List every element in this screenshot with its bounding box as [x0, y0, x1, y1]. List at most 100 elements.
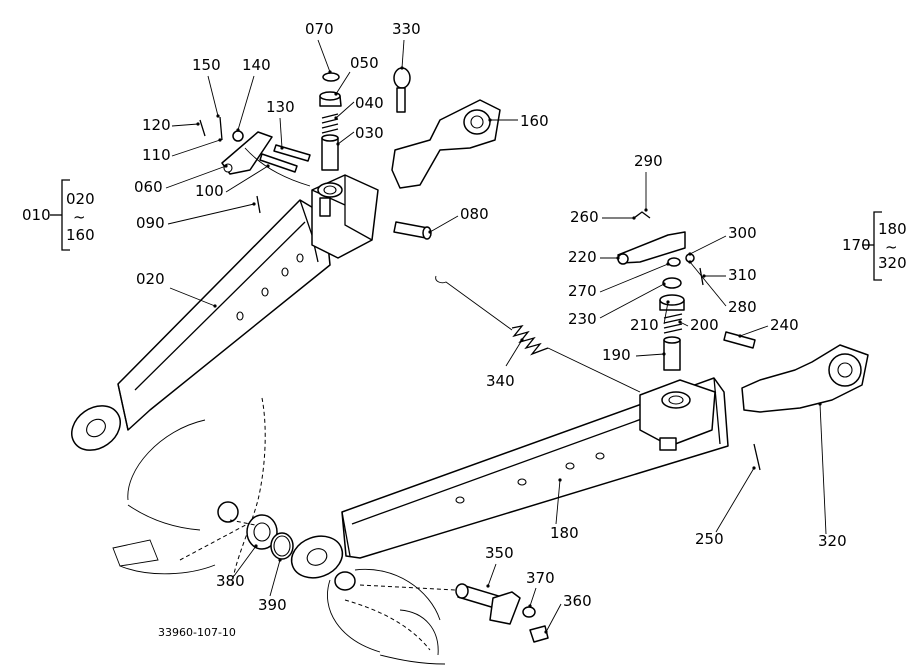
part-label-130: 130 — [266, 98, 295, 116]
group-bracket-right — [862, 211, 882, 281]
leader-arrow-320 — [818, 402, 822, 406]
leader-line-150 — [207, 75, 219, 117]
leader-arrow-250 — [752, 466, 756, 470]
part-label-100: 100 — [195, 182, 224, 200]
part-label-390: 390 — [258, 596, 287, 614]
group-bracket-left — [50, 179, 70, 251]
leader-lines — [165, 39, 827, 634]
part-label-120: 120 — [142, 116, 171, 134]
part-label-180: 180 — [550, 524, 579, 542]
leader-arrow-130 — [280, 146, 284, 150]
leader-arrow-080 — [428, 230, 432, 234]
part-label-150: 150 — [192, 56, 221, 74]
leader-arrow-270 — [666, 262, 670, 266]
clevis-160 — [391, 99, 501, 189]
leader-line-380 — [233, 545, 257, 577]
leader-line-180 — [555, 479, 561, 525]
tractor-outline — [112, 397, 446, 665]
left-small-parts — [199, 67, 432, 240]
part-label-030: 030 — [355, 124, 384, 142]
part-label-270: 270 — [568, 282, 597, 300]
leader-line-340 — [505, 339, 523, 367]
leader-arrow-090 — [252, 202, 256, 206]
leader-arrow-110 — [218, 138, 222, 142]
part-label-380: 380 — [216, 572, 245, 590]
bushing-380-ring-390 — [217, 501, 294, 560]
leader-line-100 — [225, 165, 269, 193]
group-main-170: 170 — [842, 236, 871, 254]
part-label-080: 080 — [460, 205, 489, 223]
leader-line-270 — [599, 263, 669, 293]
leader-arrow-350 — [486, 584, 490, 588]
leader-line-140 — [237, 75, 255, 131]
spring-340 — [435, 275, 641, 393]
part-label-370: 370 — [526, 569, 555, 587]
leader-arrow-230 — [662, 282, 666, 286]
group-sub-320: 320 — [878, 254, 907, 272]
leader-line-350 — [487, 563, 497, 587]
leader-arrow-120 — [196, 122, 200, 126]
leader-line-020 — [169, 287, 216, 307]
part-label-040: 040 — [355, 94, 384, 112]
leader-arrow-310 — [702, 274, 706, 278]
leader-arrow-050 — [334, 92, 338, 96]
part-label-190: 190 — [602, 346, 631, 364]
leader-arrow-280 — [688, 260, 692, 264]
leader-arrow-370 — [528, 604, 532, 608]
leader-arrow-040 — [334, 116, 338, 120]
leader-line-060 — [165, 165, 227, 189]
part-label-090: 090 — [136, 214, 165, 232]
part-label-210: 210 — [630, 316, 659, 334]
group-tilde-right: ~ — [885, 238, 898, 256]
group-sub-180: 180 — [878, 220, 907, 238]
leader-arrow-220 — [616, 256, 620, 260]
leader-line-040 — [335, 101, 355, 119]
leader-arrow-340 — [520, 338, 524, 342]
part-label-220: 220 — [568, 248, 597, 266]
part-label-020: 020 — [136, 270, 165, 288]
leader-arrow-380 — [254, 544, 258, 548]
leader-line-330 — [401, 39, 405, 69]
part-label-240: 240 — [770, 316, 799, 334]
leader-arrow-360 — [544, 630, 548, 634]
leader-arrow-200 — [678, 320, 682, 324]
part-label-360: 360 — [563, 592, 592, 610]
leader-line-190 — [635, 353, 665, 357]
part-label-340: 340 — [486, 372, 515, 390]
part-label-300: 300 — [728, 224, 757, 242]
part-label-280: 280 — [728, 298, 757, 316]
leader-arrow-260 — [632, 216, 636, 220]
leader-line-300 — [689, 235, 727, 255]
leader-arrow-020 — [213, 304, 217, 308]
leader-line-390 — [269, 559, 281, 597]
part-label-260: 260 — [570, 208, 599, 226]
leader-arrow-180 — [558, 478, 562, 482]
part-label-330: 330 — [392, 20, 421, 38]
part-label-290: 290 — [634, 152, 663, 170]
leader-line-080 — [429, 215, 459, 233]
leader-arrow-060 — [224, 164, 228, 168]
leader-line-110 — [171, 139, 221, 157]
part-label-250: 250 — [695, 530, 724, 548]
leader-arrow-140 — [236, 128, 240, 132]
leader-line-130 — [279, 117, 283, 149]
group-main-010: 010 — [22, 206, 51, 224]
leader-line-120 — [171, 123, 199, 127]
group-sub-160: 160 — [66, 226, 95, 244]
leader-arrow-100 — [266, 164, 270, 168]
part-label-310: 310 — [728, 266, 757, 284]
leader-arrow-240 — [738, 334, 742, 338]
leader-line-070 — [317, 39, 331, 73]
part-label-200: 200 — [690, 316, 719, 334]
pin-350 — [334, 571, 549, 643]
leader-arrow-150 — [216, 114, 220, 118]
lower-link-right — [290, 377, 729, 579]
part-label-230: 230 — [568, 310, 597, 328]
part-label-050: 050 — [350, 54, 379, 72]
leader-line-280 — [689, 261, 727, 307]
figure-code: 33960-107-10 — [158, 626, 236, 639]
leader-arrow-390 — [278, 558, 282, 562]
leader-arrow-330 — [400, 66, 404, 70]
right-small-parts — [617, 211, 761, 471]
